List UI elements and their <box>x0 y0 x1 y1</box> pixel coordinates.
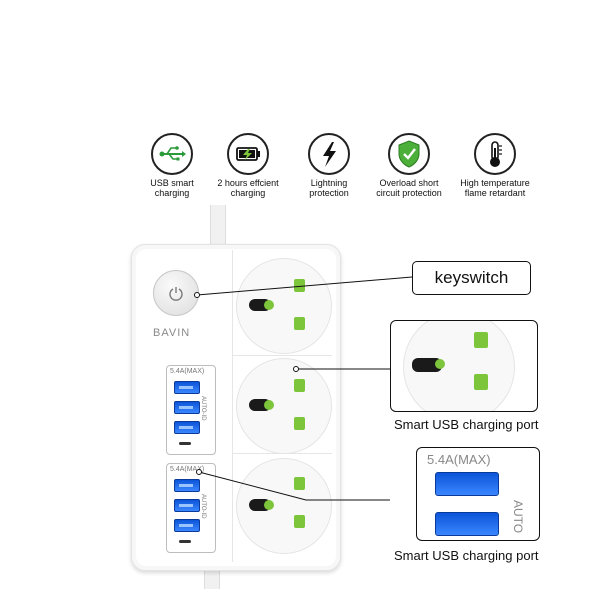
usb-port[interactable] <box>174 421 200 434</box>
usb-port[interactable] <box>174 479 200 492</box>
usb-mode-label: AUTO-ID <box>200 494 206 519</box>
shield-check-icon <box>388 133 430 175</box>
usb-current-label: 5.4A(MAX) <box>170 368 205 375</box>
feature-flame-retardant: High temperature flame retardant <box>445 133 545 198</box>
usb-mode-label: AUTO <box>511 500 525 534</box>
feature-label: 2 hours effcient charging <box>217 178 279 198</box>
usb-panel: 5.4A(MAX) AUTO-ID <box>166 365 216 455</box>
feature-label: Lightning protection <box>309 178 349 198</box>
battery-charging-icon <box>227 133 269 175</box>
usb-icon <box>151 133 193 175</box>
socket-ground-pin <box>294 379 305 392</box>
usb-port-caption: Smart USB charging port <box>394 417 539 432</box>
usb-mode-label: AUTO-ID <box>200 396 206 421</box>
ac-socket[interactable] <box>236 458 332 554</box>
keyswitch-callout: keyswitch <box>412 261 531 295</box>
brand-logo: BAVIN <box>153 327 191 339</box>
feature-efficient-charging: 2 hours effcient charging <box>198 133 298 198</box>
usb-port <box>435 472 499 496</box>
usb-port <box>435 512 499 536</box>
socket-ground-pin <box>294 279 305 292</box>
usb-port-caption: Smart USB charging port <box>394 548 539 563</box>
socket-neutral-pin <box>294 515 305 528</box>
socket-neutral-pin <box>474 374 488 390</box>
socket-live-pin <box>249 299 274 311</box>
usb-c-port[interactable] <box>179 442 191 445</box>
power-switch-button[interactable] <box>153 270 199 316</box>
feature-label: Overload short circuit protection <box>376 178 442 198</box>
socket-neutral-pin <box>294 317 305 330</box>
usb-port[interactable] <box>174 499 200 512</box>
usb-current-label: 5.4A(MAX) <box>427 452 491 467</box>
socket-ground-pin <box>474 332 488 348</box>
socket-neutral-pin <box>294 417 305 430</box>
feature-label: USB smart charging <box>150 178 194 198</box>
socket-ground-pin <box>294 477 305 490</box>
ac-socket[interactable] <box>236 258 332 354</box>
usb-c-port[interactable] <box>179 540 191 543</box>
socket-live-pin <box>412 358 445 372</box>
socket-detail-box <box>390 320 538 412</box>
usb-port[interactable] <box>174 401 200 414</box>
thermometer-icon <box>474 133 516 175</box>
socket-live-pin <box>249 399 274 411</box>
section-divider <box>232 250 233 562</box>
feature-label: High temperature flame retardant <box>460 178 530 198</box>
usb-port[interactable] <box>174 519 200 532</box>
power-cord <box>210 205 226 250</box>
usb-panel: 5.4A(MAX) AUTO-ID <box>166 463 216 553</box>
usb-port[interactable] <box>174 381 200 394</box>
ac-socket-detail <box>403 321 515 411</box>
feature-overload-protection: Overload short circuit protection <box>359 133 459 198</box>
feature-usb-smart-charging: USB smart charging <box>122 133 222 198</box>
ac-socket[interactable] <box>236 358 332 454</box>
section-divider <box>232 355 332 356</box>
feature-lightning-protection: Lightning protection <box>279 133 379 198</box>
power-cord-bottom <box>204 567 220 589</box>
socket-live-pin <box>249 499 274 511</box>
lightning-icon <box>308 133 350 175</box>
usb-current-label: 5.4A(MAX) <box>170 466 205 473</box>
usb-detail-box: 5.4A(MAX) AUTO <box>416 447 540 541</box>
power-icon <box>169 287 183 301</box>
